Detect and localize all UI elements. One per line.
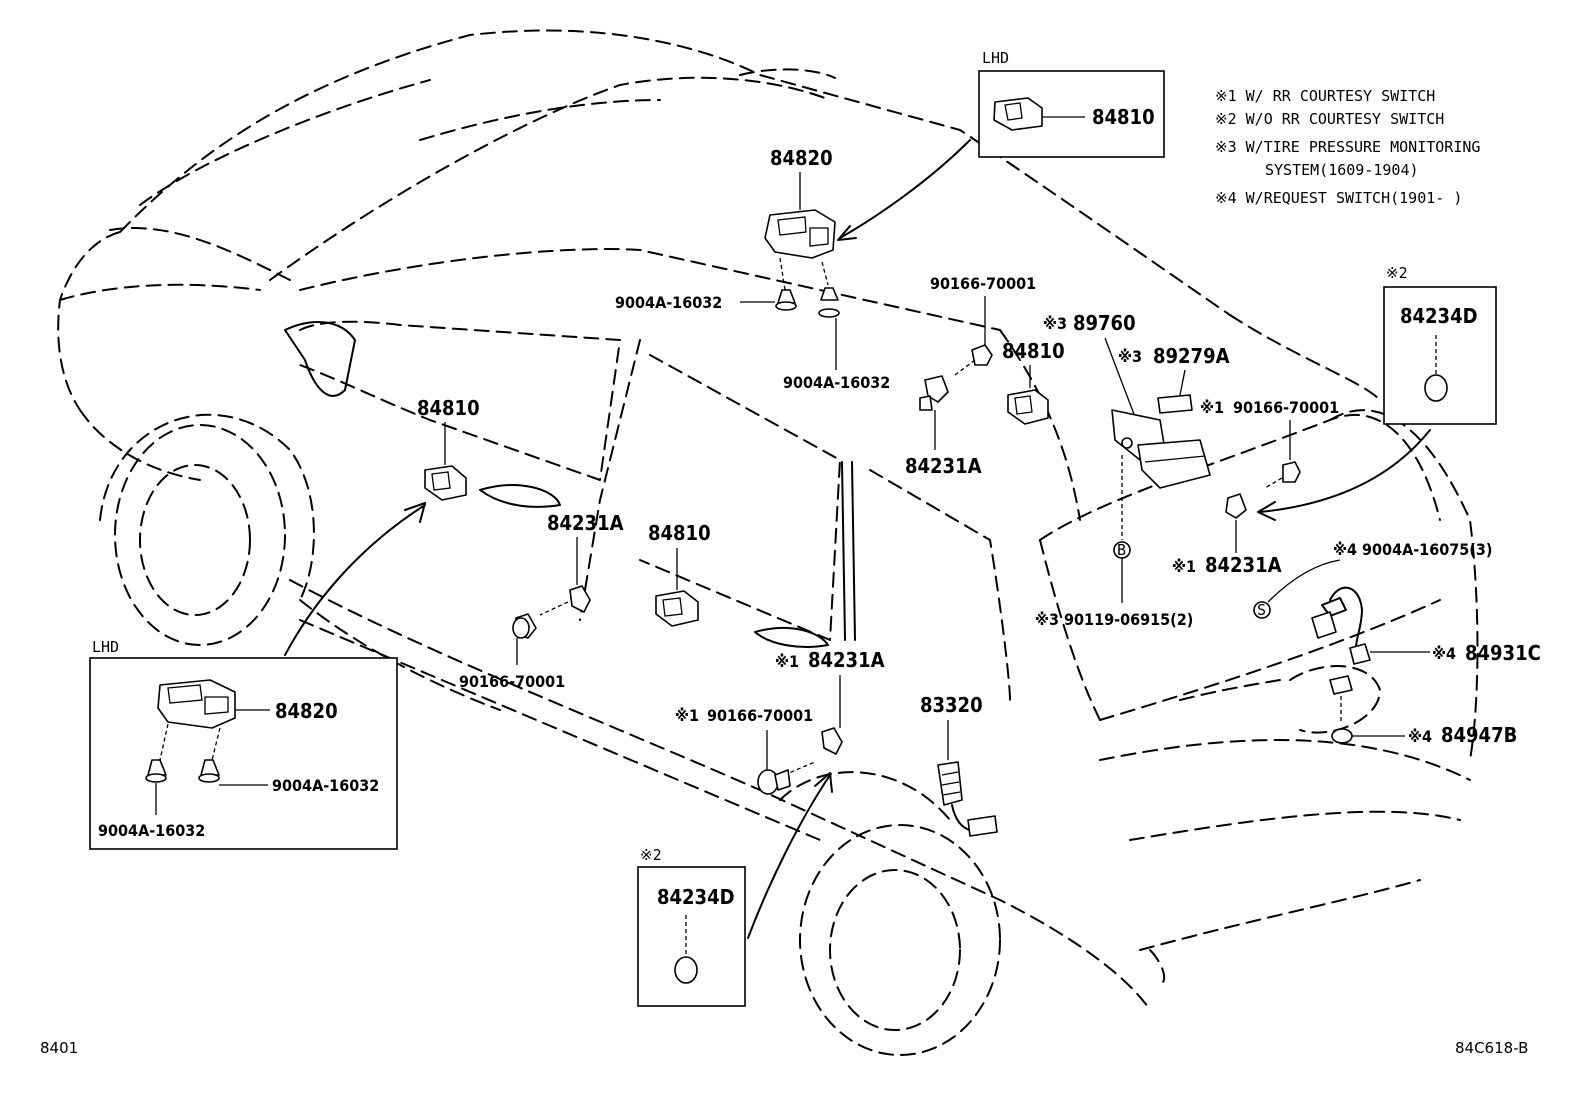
- part-84931c: 84931C: [1465, 641, 1541, 665]
- part-90166-d-prefix: ※1: [675, 706, 699, 725]
- part-9004a-e: ※4 9004A-16075(3): [1333, 540, 1492, 559]
- part-84820-left: 84820: [275, 699, 338, 723]
- part-90166-c: 90166-70001: [459, 672, 565, 691]
- part-group-tpms: ※3 89760 ※3 89279A B ※3 90119-06915(2): [1035, 311, 1230, 629]
- part-84810-left: 84810: [417, 396, 480, 420]
- legend-note-4: ※4 W/REQUEST SWITCH(1901- ): [1215, 189, 1462, 207]
- footer-left-code: 8401: [40, 1039, 78, 1057]
- part-90166-b: 90166-70001: [1233, 398, 1339, 417]
- part-89760-prefix: ※3: [1043, 314, 1067, 333]
- part-84820-top: 84820: [770, 146, 833, 170]
- part-group-middle-door: 84231A 90166-70001 84810: [459, 511, 711, 691]
- part-9004a-c: 9004A-16032: [98, 821, 205, 840]
- part-84234d-bottom: 84234D: [657, 885, 735, 909]
- inset-note2-bottom: ※2 84234D: [637, 846, 746, 1007]
- part-9004a-d: 9004A-16032: [272, 776, 379, 795]
- part-group-rear-courtesy: ※1 90166-70001 ※1 84231A: [1172, 398, 1431, 577]
- part-group-front-door: 84810: [284, 396, 480, 656]
- part-84234d-right: 84234D: [1400, 304, 1478, 328]
- part-89279a: 89279A: [1153, 344, 1230, 368]
- marker-b: B: [1117, 541, 1126, 559]
- inset-lhd-top-label: LHD: [982, 49, 1009, 67]
- footer-right-code: 84C618-B: [1455, 1039, 1528, 1057]
- part-84231a-b-prefix: ※1: [1172, 557, 1196, 576]
- legend-note-3b: SYSTEM(1609-1904): [1265, 161, 1419, 179]
- part-9004a-a: 9004A-16032: [615, 293, 722, 312]
- inset-note2-right: ※2 84234D: [1383, 264, 1497, 425]
- vehicle-outline: [57, 29, 1479, 1056]
- part-84810-inset: 84810: [1092, 105, 1155, 129]
- part-84231a-mid: 84231A: [547, 511, 624, 535]
- part-9004a-b: 9004A-16032: [783, 373, 890, 392]
- inset-lhd-left-label: LHD: [92, 638, 119, 656]
- part-group-upper-door: 90166-70001 84231A 84810: [905, 274, 1065, 478]
- part-84931c-prefix: ※4: [1432, 644, 1456, 663]
- part-group-request-switch: ※4 9004A-16075(3) S ※4 84931C ※4 84947B: [1253, 540, 1541, 747]
- part-90166-b-prefix: ※1: [1200, 398, 1224, 417]
- part-group-84820-top: 84820 9004A-16032 9004A-16032: [615, 139, 971, 392]
- legend: ※1 W/ RR COURTESY SWITCH ※2 W/O RR COURT…: [1215, 87, 1480, 207]
- part-84810-b: 84810: [1002, 339, 1065, 363]
- part-84231a-a: 84231A: [905, 454, 982, 478]
- inset-lhd-top: LHD 84810: [978, 49, 1165, 158]
- legend-note-2: ※2 W/O RR COURTESY SWITCH: [1215, 110, 1444, 128]
- part-84231a-d-prefix: ※1: [775, 652, 799, 671]
- part-84947b: 84947B: [1441, 723, 1517, 747]
- part-84231a-d: 84231A: [808, 648, 885, 672]
- part-84810-mid: 84810: [648, 521, 711, 545]
- part-83320: 83320: [920, 693, 983, 717]
- legend-note-3a: ※3 W/TIRE PRESSURE MONITORING: [1215, 138, 1480, 156]
- inset-note2-right-label: ※2: [1386, 264, 1408, 282]
- part-90119: ※3 90119-06915(2): [1035, 610, 1193, 629]
- inset-lhd-left: LHD 84820 9004A-16032 9004A-16032: [89, 638, 398, 850]
- legend-note-1: ※1 W/ RR COURTESY SWITCH: [1215, 87, 1435, 105]
- part-89279a-prefix: ※3: [1118, 347, 1142, 366]
- part-90166-a: 90166-70001: [930, 274, 1036, 293]
- inset-note2-bottom-label: ※2: [640, 846, 662, 864]
- part-84947b-prefix: ※4: [1408, 727, 1432, 746]
- marker-s: S: [1257, 601, 1266, 619]
- part-90166-d: 90166-70001: [707, 706, 813, 725]
- part-group-rear-door: ※1 84231A ※1 90166-70001: [675, 648, 885, 939]
- part-group-83320: 83320: [920, 693, 998, 837]
- part-89760: 89760: [1073, 311, 1136, 335]
- part-84231a-b: 84231A: [1205, 553, 1282, 577]
